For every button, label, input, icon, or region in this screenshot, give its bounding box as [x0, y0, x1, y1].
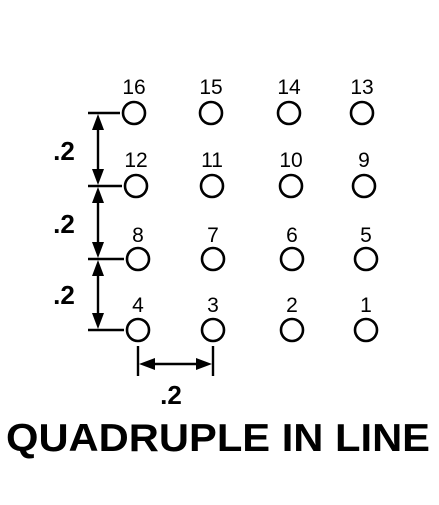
pin-12-label: 12 [124, 149, 147, 172]
pin-1-hole [353, 317, 379, 343]
pin-9-label: 9 [358, 149, 370, 172]
pin-7-label: 7 [207, 224, 219, 247]
arrowhead-up-3 [92, 260, 104, 276]
arrowhead-down-1 [92, 169, 104, 185]
vertical-dimension-label-3: .2 [53, 280, 75, 310]
horizontal-dimension: .2 [136, 346, 215, 410]
vertical-dimension: .2 .2 .2 [53, 111, 124, 332]
pin-16-hole [121, 100, 147, 126]
pin-10-label: 10 [279, 149, 302, 172]
pin-10-hole [278, 173, 304, 199]
arrowhead-up-1 [92, 114, 104, 130]
pin-5-hole [353, 246, 379, 272]
pin-13-hole [349, 100, 375, 126]
pin-2-hole [279, 317, 305, 343]
diagram-caption: QUADRUPLE IN LINE [6, 417, 430, 460]
pin-15-hole [198, 100, 224, 126]
arrowhead-down-3 [92, 313, 104, 329]
pin-2-label: 2 [286, 294, 298, 317]
pin-1-label: 1 [360, 294, 372, 317]
arrowhead-left [139, 358, 155, 370]
pin-6-label: 6 [286, 224, 298, 247]
pin-4-label: 4 [132, 294, 144, 317]
pin-5-label: 5 [360, 224, 372, 247]
arrowhead-down-2 [92, 242, 104, 258]
pin-14-hole [276, 100, 302, 126]
pin-7-hole [200, 246, 226, 272]
pin-3-hole [200, 317, 226, 343]
pin-grid: 16 15 14 13 12 11 10 9 8 7 6 5 4 3 2 1 [121, 76, 379, 343]
pin-12-hole [123, 173, 149, 199]
arrowhead-up-2 [92, 187, 104, 203]
vertical-dimension-label-2: .2 [53, 209, 75, 239]
pin-14-label: 14 [277, 76, 301, 99]
pin-8-hole [125, 246, 151, 272]
pin-3-label: 3 [207, 294, 219, 317]
pin-11-label: 11 [201, 149, 223, 172]
pin-11-hole [199, 173, 225, 199]
horizontal-dimension-label: .2 [160, 380, 182, 410]
arrowhead-right [196, 358, 212, 370]
pin-9-hole [351, 173, 377, 199]
vertical-dimension-label-1: .2 [53, 136, 75, 166]
pin-13-label: 13 [350, 76, 373, 99]
pin-6-hole [279, 246, 305, 272]
pin-8-label: 8 [132, 224, 144, 247]
pin-15-label: 15 [199, 76, 222, 99]
pin-4-hole [125, 317, 151, 343]
pin-16-label: 16 [122, 76, 145, 99]
